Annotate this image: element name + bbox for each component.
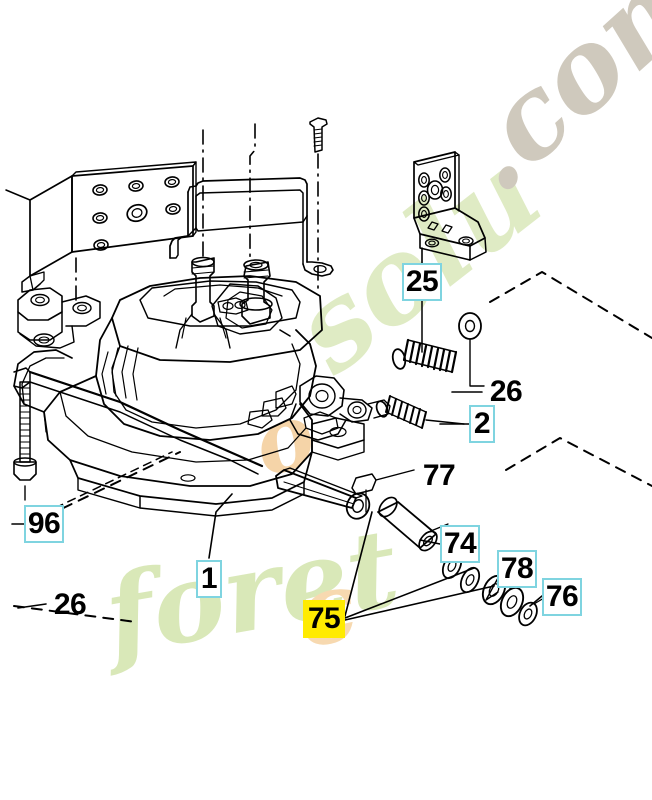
long-hex-bolt — [13, 381, 37, 501]
control-rod — [275, 467, 371, 520]
callout-leader-lines — [11, 247, 543, 621]
roll-pin — [351, 469, 415, 513]
callout-77[interactable]: 77 — [416, 460, 462, 492]
callout-75-label: 75 — [307, 602, 341, 635]
callout-26-left-label: 26 — [53, 588, 87, 621]
spacer-sleeve — [377, 496, 449, 552]
callout-78[interactable]: 78 — [497, 550, 537, 588]
transmission-housing-assembly — [13, 275, 323, 517]
callout-1[interactable]: 1 — [196, 560, 222, 598]
callout-78-label: 78 — [500, 552, 534, 585]
construction-dash-dot-lines — [75, 123, 319, 337]
dashed-leader-96 — [29, 451, 173, 521]
callout-1-label: 1 — [200, 562, 218, 595]
callout-2-label: 2 — [473, 407, 491, 440]
callout-96-label: 96 — [27, 507, 61, 540]
callout-74-label: 74 — [443, 527, 477, 560]
callout-75-selected[interactable]: 75 — [303, 600, 345, 638]
lower-spring — [375, 395, 465, 429]
right-bracket-plate — [413, 151, 487, 261]
wire-handle-frame — [169, 177, 334, 277]
control-shafts — [175, 256, 273, 349]
callout-2[interactable]: 2 — [469, 405, 495, 443]
callout-25-label: 25 — [405, 265, 439, 298]
top-screw — [309, 117, 328, 153]
callout-76-label: 76 — [545, 580, 579, 613]
callout-26-right[interactable]: 26 — [482, 375, 530, 409]
callout-77-label: 77 — [422, 459, 456, 492]
callout-25[interactable]: 25 — [402, 263, 442, 301]
callout-76[interactable]: 76 — [542, 578, 582, 616]
callout-26-left[interactable]: 26 — [46, 588, 94, 622]
control-linkage-cluster — [247, 375, 391, 461]
callout-96[interactable]: 96 — [24, 505, 64, 543]
callout-26-right-label: 26 — [489, 375, 523, 408]
left-bracket-plate — [5, 161, 197, 293]
callout-74[interactable]: 74 — [440, 525, 480, 563]
upper-spring — [391, 299, 485, 387]
